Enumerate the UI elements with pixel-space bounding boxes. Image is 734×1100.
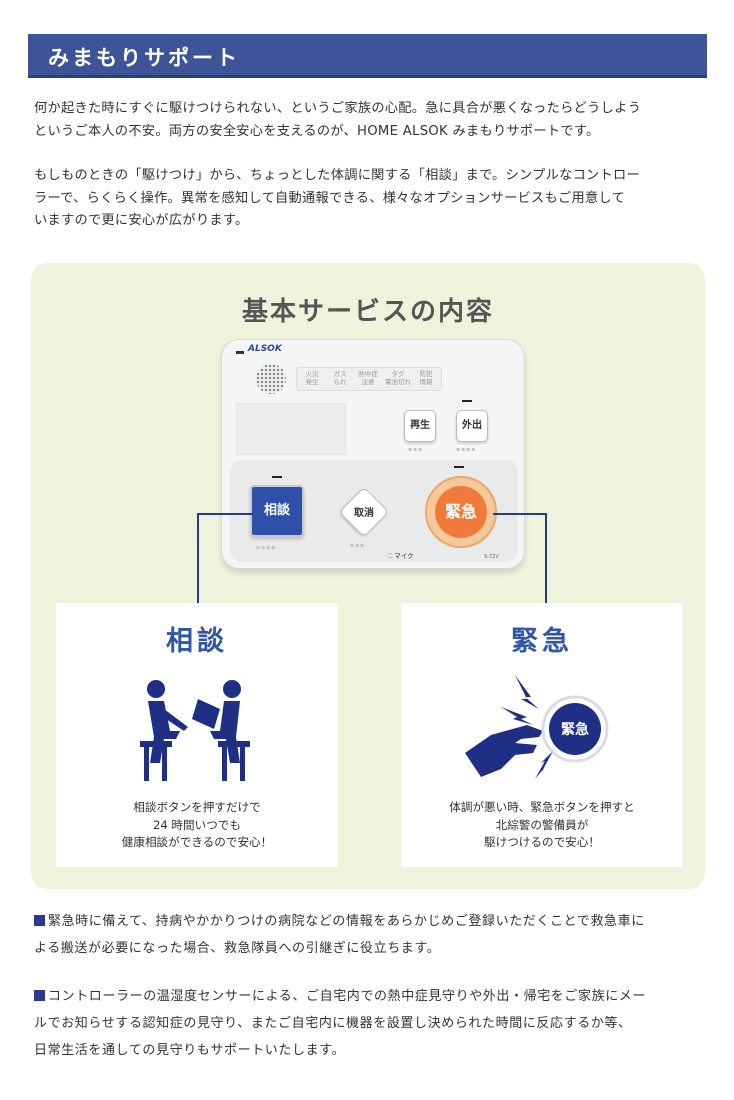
consult-line: 健康相談ができるので安心！ [121,835,273,849]
emergency-card-title: 緊急 [511,626,573,657]
note-line: 日常生活を通しての見守りもサポートいたします。 [34,1043,346,1058]
intro-line: 何か起きた時にすぐに駆けつけられない、というご家族の心配。急に具合が悪くなったら… [34,101,642,116]
consult-line: 24 時間いつでも [152,817,241,832]
cancel-button[interactable]: 取消 [338,486,390,538]
services-title: 基本サービスの内容 [241,297,494,327]
note-line: ルでお知らせする認知症の見守り、またご自宅内に機器を設置し決められた時間に反応す… [34,1016,632,1031]
status-label-fire: 火災 発生 [305,370,319,386]
emergency-line: 北綜警の警備員が [495,817,589,832]
intro-line: いますので更に安心が広がります。 [34,213,249,228]
emergency-card: 緊急 緊急 体調が悪い時、緊急ボタンを押すと 北綜警の警備員が 駆けつけるので安… [401,603,683,867]
away-button-caption: ▪▪▪▪ [456,446,477,453]
note-medical-info: 緊急時に備えて、持病やかかりつけの病院などの情報をあらかじめご登録いただくことで… [34,908,704,962]
consult-card-description: 相談ボタンを押すだけで 24 時間いつでも 健康相談ができるので安心！ [56,799,338,852]
play-button[interactable]: 再生 [404,410,436,442]
intro-line: ラーで、らくらく操作。異常を感知して自動通報できる、様々なオプションサービスもご… [34,190,626,206]
consult-card: 相談 相談ボタンを押すだけで 24 時間いつでも 健康相談ができるので安心！ [56,603,338,867]
away-button[interactable]: 外出 [456,410,488,442]
mic-label: ⁚⁚ マイク [388,550,414,560]
square-bullet-icon [34,990,45,1001]
note-line-text: 緊急時に備えて、持病やかかりつけの病院などの情報をあらかじめご登録いただくことで… [48,914,645,929]
consult-line: 相談ボタンを押すだけで [133,800,261,814]
consult-indicator-dash [272,476,282,478]
brand-logo: ALSOK [248,344,282,354]
emergency-badge-label: 緊急 [561,722,589,738]
intro-paragraph-2: もしものときの「駆けつけ」から、ちょっとした体調に関する「相談」まで。シンプルな… [34,165,704,233]
emergency-press-icon [465,675,609,779]
mic-icon: ⁚⁚ [388,552,395,560]
emergency-line: 駆けつけるので安心！ [484,835,600,849]
speaker-grille [256,364,286,394]
note-line: よる搬送が必要になった場合、救急隊員への引継ぎに役立ちます。 [34,941,441,956]
note-watch-service: コントローラーの温湿度センサーによる、ご自宅内での熱中症見守りや外出・帰宅をご家… [34,983,704,1064]
mic-label-text: マイク [394,552,414,560]
connector-emergency-vertical [545,513,547,603]
emergency-button-label: 緊急 [435,486,487,538]
connector-consult-horizontal [197,513,253,515]
connector-emergency-horizontal [493,513,546,515]
play-button-caption: ▪▪▪ [408,446,424,453]
note-line-text: コントローラーの温湿度センサーによる、ご自宅内での熱中症見守りや外出・帰宅をご家… [48,989,647,1004]
emergency-line: 体調が悪い時、緊急ボタンを押すと [449,800,635,814]
intro-line: もしものときの「駆けつけ」から、ちょっとした体調に関する「相談」まで。シンプルな… [34,168,641,183]
emergency-indicator-dash [454,466,464,468]
note-line: コントローラーの温湿度センサーによる、ご自宅内での熱中症見守りや外出・帰宅をご家… [34,983,704,1010]
display-area [236,403,346,455]
away-indicator-dash [462,400,472,402]
indicator-dash [236,351,244,354]
section-header: みまもりサポート [28,34,707,78]
consult-button-caption: ▪▪▪▪ [256,544,277,551]
note-line: 緊急時に備えて、持病やかかりつけの病院などの情報をあらかじめご登録いただくことで… [34,908,704,935]
status-indicator-strip: 火災 発生 ガス もれ 熱中症 注意 タグ 電池切れ 防犯 情報 [296,367,442,391]
cancel-button-caption: ▪▪▪ [350,542,366,549]
consult-card-title: 相談 [166,626,228,657]
connector-consult-vertical [197,513,199,603]
services-panel: 基本サービスの内容 ALSOK 火災 発生 ガス もれ 熱中症 注意 タグ 電池… [31,263,705,889]
emergency-card-description: 体調が悪い時、緊急ボタンを押すと 北綜警の警備員が 駆けつけるので安心！ [401,799,683,852]
controller-device: ALSOK 火災 発生 ガス もれ 熱中症 注意 タグ 電池切れ 防犯 情報 再… [221,339,525,569]
square-bullet-icon [34,915,45,926]
intro-line: というご本人の不安。両方の安全安心を支えるのが、HOME ALSOK みまもりサ… [34,123,600,139]
status-label-gas: ガス もれ [333,370,347,386]
status-label-tag-battery: タグ 電池切れ [385,370,411,386]
status-label-heatstroke: 熱中症 注意 [358,370,378,386]
consultation-people-icon [140,680,250,781]
section-title: みまもりサポート [48,46,240,70]
status-label-security-info: 防犯 情報 [419,370,433,386]
consult-button[interactable]: 相談 [250,485,304,537]
model-label: S-72V [484,554,499,560]
cancel-button-label: 取消 [354,508,374,519]
intro-paragraph-1: 何か起きた時にすぐに駆けつけられない、というご家族の心配。急に具合が悪くなったら… [34,98,704,143]
emergency-button[interactable]: 緊急 [425,476,497,548]
